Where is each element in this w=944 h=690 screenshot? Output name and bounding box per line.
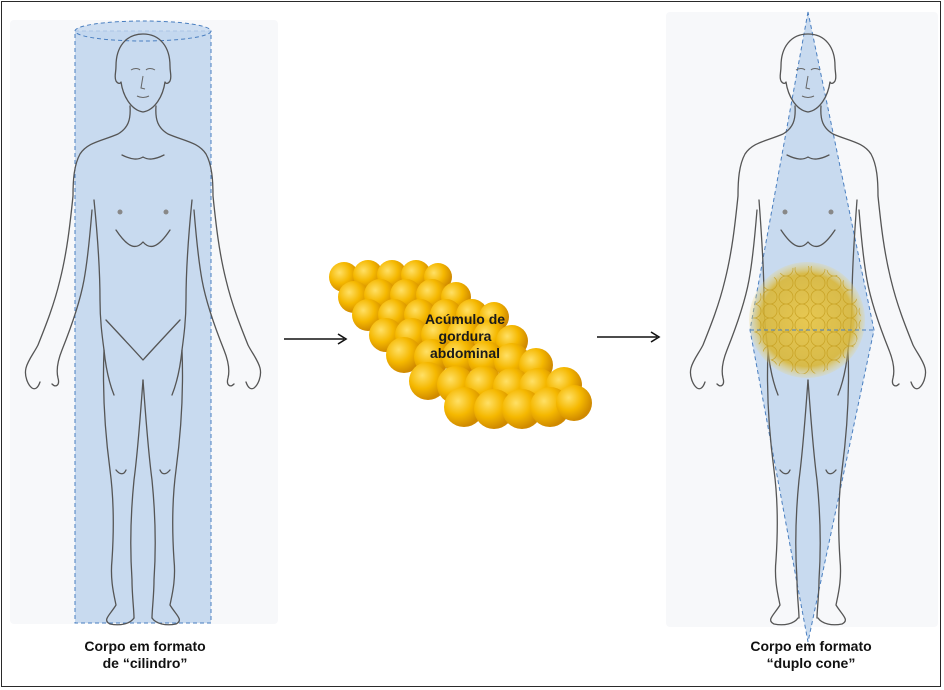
left-caption-line1: Corpo em formato — [50, 638, 240, 655]
right-body-figure — [666, 10, 941, 650]
right-caption-line1: Corpo em formato — [716, 638, 906, 655]
left-caption-line2: de “cilindro” — [50, 655, 240, 672]
left-nipple — [118, 210, 123, 215]
left-body-figure — [10, 20, 285, 630]
fat-label-line3: abdominal — [400, 345, 530, 362]
right-caption: Corpo em formato “duplo cone” — [716, 638, 906, 672]
fat-label-line1: Acúmulo de — [400, 311, 530, 328]
arrow-right-icon — [595, 330, 663, 344]
fat-label-line2: gordura — [400, 328, 530, 345]
cylinder-overlay — [75, 31, 211, 623]
right-nipple — [164, 210, 169, 215]
cylinder-top-ellipse — [75, 21, 211, 41]
left-caption: Corpo em formato de “cilindro” — [50, 638, 240, 672]
fat-accumulation-label: Acúmulo de gordura abdominal — [400, 311, 530, 362]
right-caption-line2: “duplo cone” — [716, 655, 906, 672]
belly-fat-icon — [749, 262, 865, 378]
